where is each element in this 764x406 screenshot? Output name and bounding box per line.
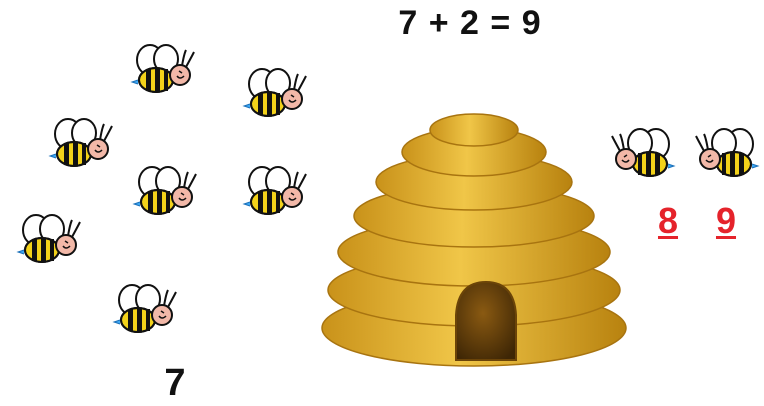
bee-icon	[604, 126, 684, 186]
bee-icon	[8, 212, 88, 272]
beehive-icon	[318, 110, 630, 370]
bee-icon	[234, 66, 314, 126]
bee-icon	[688, 126, 764, 186]
equation-text: 7 + 2 = 9	[398, 4, 542, 42]
left-count-label: 7	[164, 362, 186, 404]
bee-icon	[234, 164, 314, 224]
bee-icon	[122, 42, 202, 102]
bee-icon	[40, 116, 120, 176]
bee-icon	[104, 282, 184, 342]
count-label-8: 8	[657, 200, 679, 241]
count-label-9: 9	[715, 200, 737, 241]
bee-icon	[124, 164, 204, 224]
